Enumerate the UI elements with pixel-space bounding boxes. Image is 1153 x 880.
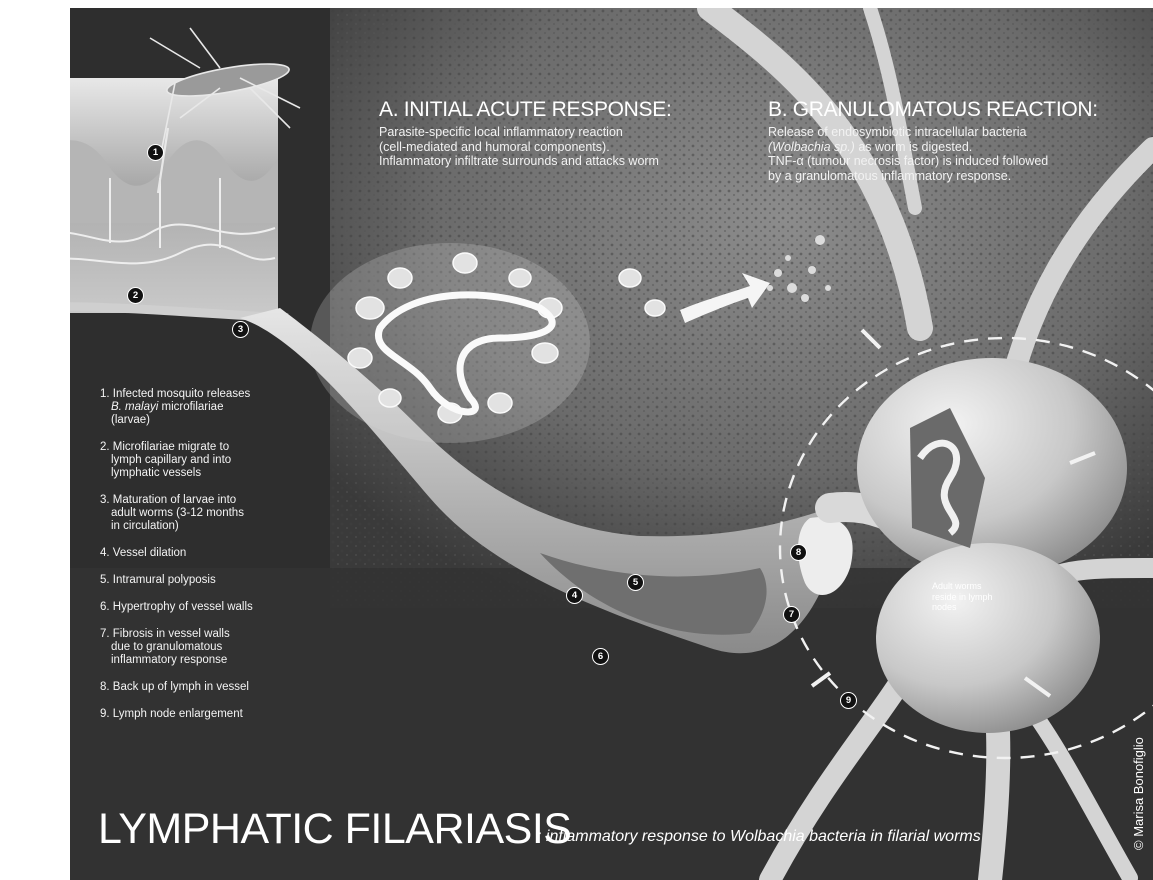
legend-item-9: 9. Lymph node enlargement [100, 708, 285, 721]
section-a-line: (cell-mediated and humoral components). [379, 140, 659, 155]
section-a-body: Parasite-specific local inflammatory rea… [379, 125, 659, 169]
section-b-line: (Wolbachia sp.) as worm is digested. [768, 140, 1048, 155]
legend-item-1: 1. Infected mosquito releases B. malayi … [100, 388, 285, 427]
section-b-line: Release of endosymbiotic intracellular b… [768, 125, 1048, 140]
legend: 1. Infected mosquito releases B. malayi … [100, 388, 285, 735]
legend-item-2: 2. Microfilariae migrate to lymph capill… [100, 441, 285, 480]
artist-credit: © Marisa Bonofiglio [1131, 737, 1146, 850]
callout-6: 6 [592, 648, 609, 665]
section-a-line: Inflammatory infiltrate surrounds and at… [379, 154, 659, 169]
legend-line: 8. Back up of lymph in vessel [100, 681, 285, 694]
callout-4: 4 [566, 587, 583, 604]
species-name: B. malayi [111, 401, 158, 413]
skin-cross-section [70, 78, 288, 318]
callout-7: 7 [783, 606, 800, 623]
lymph-node [857, 358, 1127, 733]
section-a-line: Parasite-specific local inflammatory rea… [379, 125, 659, 140]
legend-line: B. malayi microfilariae [100, 401, 285, 414]
legend-line: 7. Fibrosis in vessel walls [100, 628, 285, 641]
callout-8: 8 [790, 544, 807, 561]
callout-2: 2 [127, 287, 144, 304]
legend-line: 5. Intramural polyposis [100, 574, 285, 587]
node-label-line: reside in lymph [932, 592, 993, 603]
callout-5: 5 [627, 574, 644, 591]
legend-line: lymph capillary and into [100, 454, 285, 467]
main-subtitle: : inflammatory response to Wolbachia bac… [537, 828, 981, 846]
section-b-body: Release of endosymbiotic intracellular b… [768, 125, 1048, 183]
legend-line: due to granulomatous [100, 641, 285, 654]
main-title: LYMPHATIC FILARIASIS [98, 805, 571, 854]
legend-line: 4. Vessel dilation [100, 547, 285, 560]
section-a-heading: A. INITIAL ACUTE RESPONSE: [379, 98, 672, 122]
legend-item-7: 7. Fibrosis in vessel walls due to granu… [100, 628, 285, 667]
legend-line: 2. Microfilariae migrate to [100, 441, 285, 454]
node-label-line: Adult worms [932, 581, 993, 592]
node-label-line: nodes [932, 602, 993, 613]
legend-line: 6. Hypertrophy of vessel walls [100, 601, 285, 614]
callout-9: 9 [840, 692, 857, 709]
legend-line: 9. Lymph node enlargement [100, 708, 285, 721]
legend-item-5: 5. Intramural polyposis [100, 574, 285, 587]
callout-3: 3 [232, 321, 249, 338]
legend-item-4: 4. Vessel dilation [100, 547, 285, 560]
legend-line: lymphatic vessels [100, 467, 285, 480]
section-b-line: TNF-α (tumour necrosis factor) is induce… [768, 154, 1048, 169]
legend-line: inflammatory response [100, 654, 285, 667]
legend-item-6: 6. Hypertrophy of vessel walls [100, 601, 285, 614]
section-b-heading: B. GRANULOMATOUS REACTION: [768, 98, 1098, 122]
node-label: Adult worms reside in lymph nodes [932, 581, 993, 613]
legend-item-8: 8. Back up of lymph in vessel [100, 681, 285, 694]
legend-line: in circulation) [100, 520, 285, 533]
callout-1: 1 [147, 144, 164, 161]
section-b-line2-rest: as worm is digested. [855, 140, 972, 154]
legend-item-3: 3. Maturation of larvae into adult worms… [100, 494, 285, 533]
legend-line-rest: microfilariae [158, 401, 223, 413]
section-b-line: by a granulomatous inflammatory response… [768, 169, 1048, 184]
wolbachia-term: (Wolbachia sp.) [768, 140, 855, 154]
legend-line: adult worms (3-12 months [100, 507, 285, 520]
legend-line: 3. Maturation of larvae into [100, 494, 285, 507]
legend-line: (larvae) [100, 414, 285, 427]
legend-line: 1. Infected mosquito releases [100, 388, 285, 401]
